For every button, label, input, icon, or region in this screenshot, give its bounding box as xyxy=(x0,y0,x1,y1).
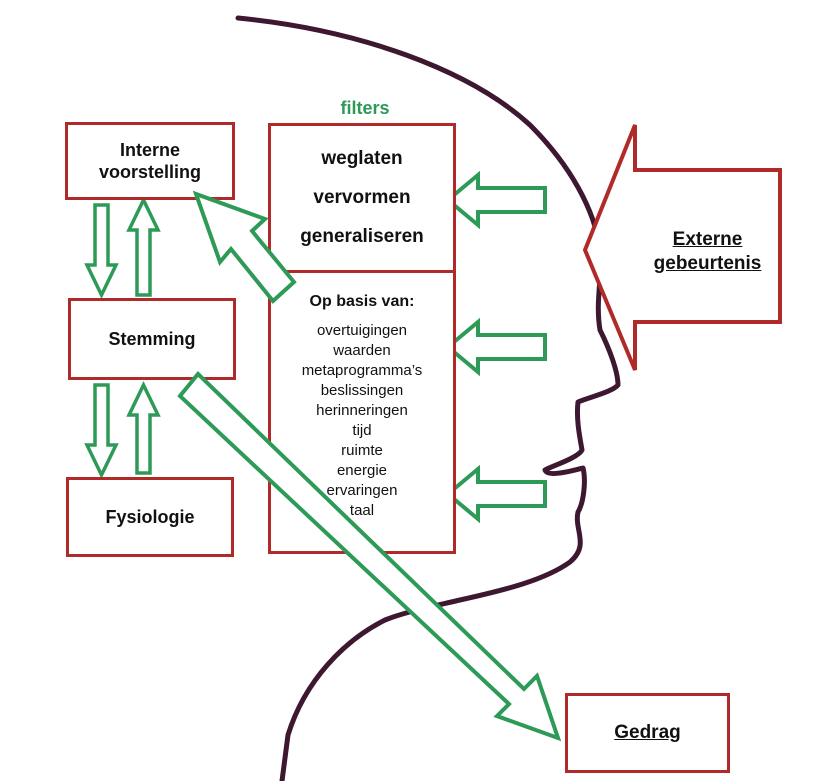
incoming-arrow-filters xyxy=(444,170,547,230)
basis-item: overtuigingen xyxy=(316,322,408,339)
stemming-label: Stemming xyxy=(108,328,196,349)
box-stemming: Stemming xyxy=(68,298,236,380)
incoming-arrow-basis-top xyxy=(444,317,547,377)
filter-item-generaliseren: generaliseren xyxy=(300,225,424,247)
arrow-down-interne-stemming xyxy=(84,203,119,300)
box-op-basis-van: Op basis van: overtuigingen waarden meta… xyxy=(268,270,456,554)
box-interne-voorstelling: Interne voorstelling xyxy=(65,122,235,200)
basis-item: beslissingen xyxy=(320,382,404,399)
arrow-down-stemming-fysiologie xyxy=(84,383,119,480)
basis-item: ruimte xyxy=(341,442,383,459)
filter-item-vervormen: vervormen xyxy=(313,186,411,208)
arrow-up-fysiologie-stemming xyxy=(126,380,161,475)
gedrag-label: Gedrag xyxy=(614,722,681,743)
basis-item: taal xyxy=(349,502,375,519)
basis-item: energie xyxy=(336,462,388,479)
incoming-arrows xyxy=(444,170,547,524)
box-filters: weglaten vervormen generaliseren xyxy=(268,123,456,273)
filters-title: filters xyxy=(340,98,390,118)
interne-voorstelling-label: Interne voorstelling xyxy=(98,140,201,182)
arrow-up-stemming-interne xyxy=(126,195,161,297)
box-gedrag: Gedrag xyxy=(565,693,730,773)
basis-item: tijd xyxy=(352,422,372,439)
filter-item-weglaten: weglaten xyxy=(321,148,403,170)
box-fysiologie: Fysiologie xyxy=(66,477,234,557)
basis-item: waarden xyxy=(333,342,391,359)
externe-gebeurtenis-arrow xyxy=(582,124,782,371)
incoming-arrow-basis-bottom xyxy=(444,464,547,524)
basis-item: ervaringen xyxy=(326,482,398,499)
fysiologie-label: Fysiologie xyxy=(105,506,195,527)
basis-item: metaprogramma’s xyxy=(301,362,423,379)
basis-title: Op basis van: xyxy=(309,293,415,310)
vertical-arrows xyxy=(84,195,161,480)
basis-item: herinneringen xyxy=(316,402,408,419)
externe-gebeurtenis-label: Externe gebeurtenis xyxy=(653,229,762,274)
